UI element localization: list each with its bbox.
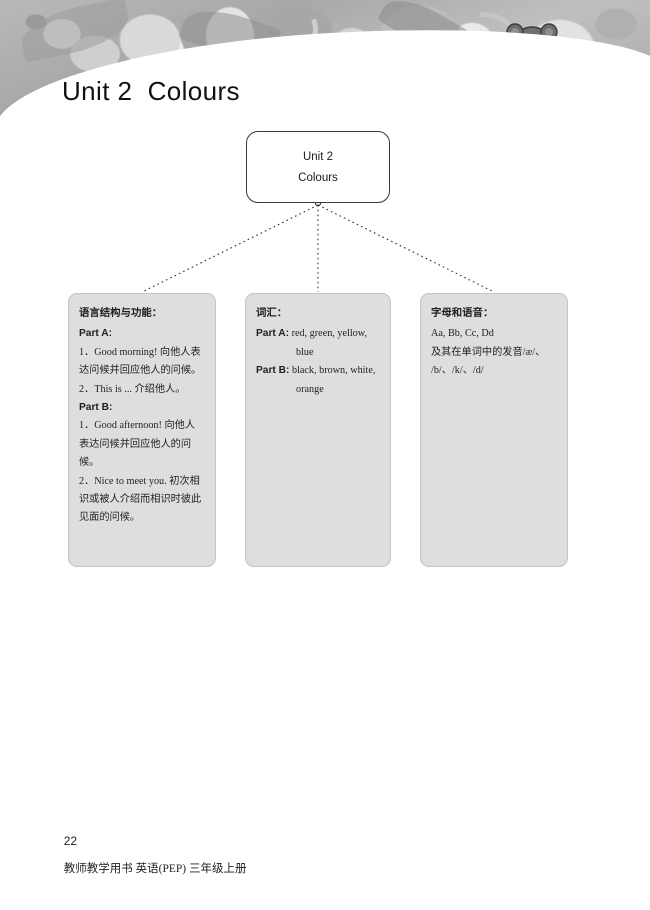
vocabulary-part-a-row: Part A: red, green, yellow, blue: [256, 325, 380, 362]
header-banner: [0, 0, 650, 140]
phonics-sounds-line-1: 及其在单词中的发音/æ/、: [431, 346, 546, 358]
connector-to-structure: [141, 204, 319, 293]
branch-box-vocabulary[interactable]: 词汇： Part A: red, green, yellow, blue Par…: [245, 293, 391, 567]
vocabulary-part-a-words: red, green, yellow, blue: [291, 328, 368, 358]
phonics-letters: Aa, Bb, Cc, Dd: [431, 328, 494, 340]
branch-heading-vocabulary: 词汇：: [256, 308, 288, 319]
banner-right-step: [636, 92, 650, 140]
footer-page-number: 22: [63, 834, 78, 848]
footer-book-title: 教师教学用书 英语(PEP) 三年级上册: [63, 863, 247, 875]
structure-part-b-item-2: 2．Nice to meet you. 初次相识或被人介绍而相识时彼此见面的问候…: [79, 475, 202, 524]
root-node-line1: Unit 2: [302, 150, 334, 163]
structure-part-a-item-2: 2．This is ... 介绍他人。: [79, 383, 186, 395]
branch-heading-letters-and-phonics: 字母和语音：: [431, 308, 494, 319]
branch-box-language-structure[interactable]: 语言结构与功能： Part A: 1．Good morning! 向他人表达问候…: [68, 293, 216, 567]
phonics-sounds-line-2: /b/、/k/、/d/: [431, 365, 484, 377]
root-node-line2: Colours: [298, 171, 338, 184]
structure-part-b-item-1: 1．Good afternoon! 向他人表达问候并回应他人的问候。: [79, 420, 196, 469]
footer-spacer: [64, 848, 73, 860]
vocabulary-part-b-words: black, brown, white, orange: [291, 365, 376, 395]
structure-part-a-item-1: 1．Good morning! 向他人表达问候并回应他人的问候。: [79, 346, 202, 377]
part-b-label: Part B:: [79, 402, 113, 414]
connector-to-phonics: [317, 204, 495, 293]
branch-heading-language-structure: 语言结构与功能：: [79, 308, 163, 319]
part-b-label: Part B:: [256, 365, 290, 377]
page-title: Unit 2 Colours: [62, 76, 240, 106]
mindmap-root-node[interactable]: Unit 2 Colours: [246, 131, 390, 203]
part-a-label: Part A:: [256, 328, 290, 340]
page-footer: 22 教师教学用书 英语(PEP) 三年级上册: [58, 822, 247, 876]
part-a-label: Part A:: [79, 328, 113, 340]
branch-box-letters-and-phonics[interactable]: 字母和语音： Aa, Bb, Cc, Dd 及其在单词中的发音/æ/、 /b/、…: [420, 293, 568, 567]
vocabulary-part-b-row: Part B: black, brown, white, orange: [256, 362, 380, 399]
